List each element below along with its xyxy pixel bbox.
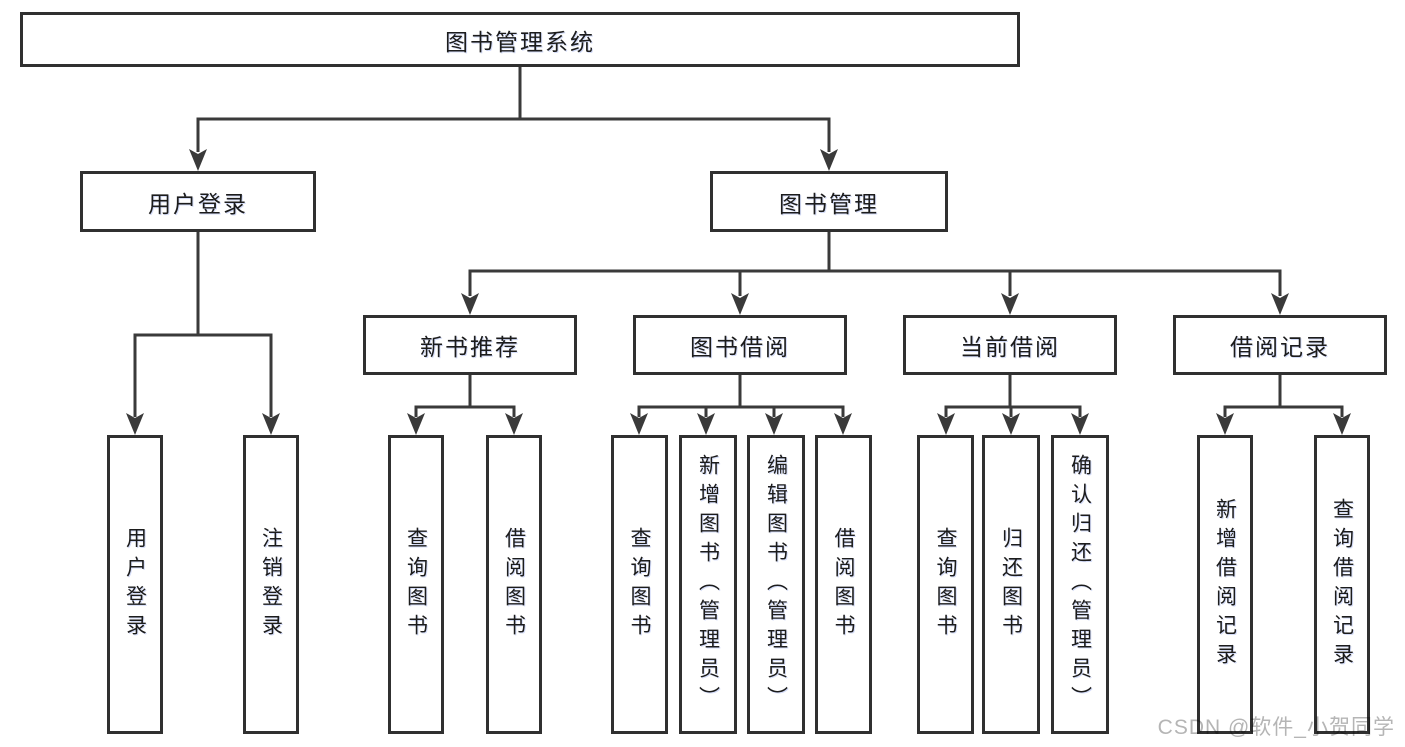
node-label: 确认归还（管理员）: [1068, 454, 1092, 715]
node-label: 新增借阅记录: [1213, 497, 1237, 672]
node-new-book-recommend: 新书推荐: [363, 315, 577, 375]
node-label: 查询借阅记录: [1330, 497, 1354, 672]
leaf-user-login: 用户登录: [107, 435, 163, 734]
leaf-query-borrow-record: 查询借阅记录: [1314, 435, 1370, 734]
node-label: 借阅图书: [502, 526, 526, 643]
node-label: 新书推荐: [420, 334, 520, 360]
leaf-confirm-return-admin: 确认归还（管理员）: [1051, 435, 1109, 734]
leaf-return-book: 归还图书: [982, 435, 1040, 734]
node-label: 查询图书: [404, 526, 428, 643]
csdn-watermark: CSDN @软件_小贺同学: [1157, 716, 1395, 739]
leaf-query-books-borrow: 查询图书: [611, 435, 668, 734]
leaf-borrow-books: 借阅图书: [815, 435, 872, 734]
node-book-management: 图书管理: [710, 171, 948, 232]
leaf-borrow-books-recommend: 借阅图书: [486, 435, 542, 734]
node-label: 图书管理: [779, 190, 879, 217]
node-label: 查询图书: [628, 526, 651, 643]
leaf-add-borrow-record: 新增借阅记录: [1197, 435, 1253, 734]
node-label: 图书借阅: [690, 334, 790, 360]
leaf-query-books-current: 查询图书: [917, 435, 974, 734]
leaf-add-book-admin: 新增图书（管理员）: [679, 435, 737, 734]
node-borrowing-records: 借阅记录: [1173, 315, 1387, 375]
node-label: 借阅图书: [832, 526, 855, 643]
node-label: 当前借阅: [960, 334, 1060, 360]
node-book-borrowing: 图书借阅: [633, 315, 847, 375]
node-label: 新增图书（管理员）: [696, 454, 720, 715]
node-label: 编辑图书（管理员）: [764, 454, 788, 715]
node-label: 图书管理系统: [445, 28, 595, 55]
leaf-query-books-recommend: 查询图书: [388, 435, 444, 734]
node-user-login: 用户登录: [80, 171, 316, 232]
node-label: 用户登录: [123, 526, 147, 643]
leaf-edit-book-admin: 编辑图书（管理员）: [747, 435, 805, 734]
leaf-logout: 注销登录: [243, 435, 299, 734]
node-label: 归还图书: [999, 526, 1023, 643]
node-label: 查询图书: [934, 526, 957, 643]
node-current-borrowing: 当前借阅: [903, 315, 1117, 375]
node-label: 借阅记录: [1230, 334, 1330, 360]
node-label: 注销登录: [259, 526, 283, 643]
node-library-management-system: 图书管理系统: [20, 12, 1020, 67]
node-label: 用户登录: [148, 190, 248, 217]
